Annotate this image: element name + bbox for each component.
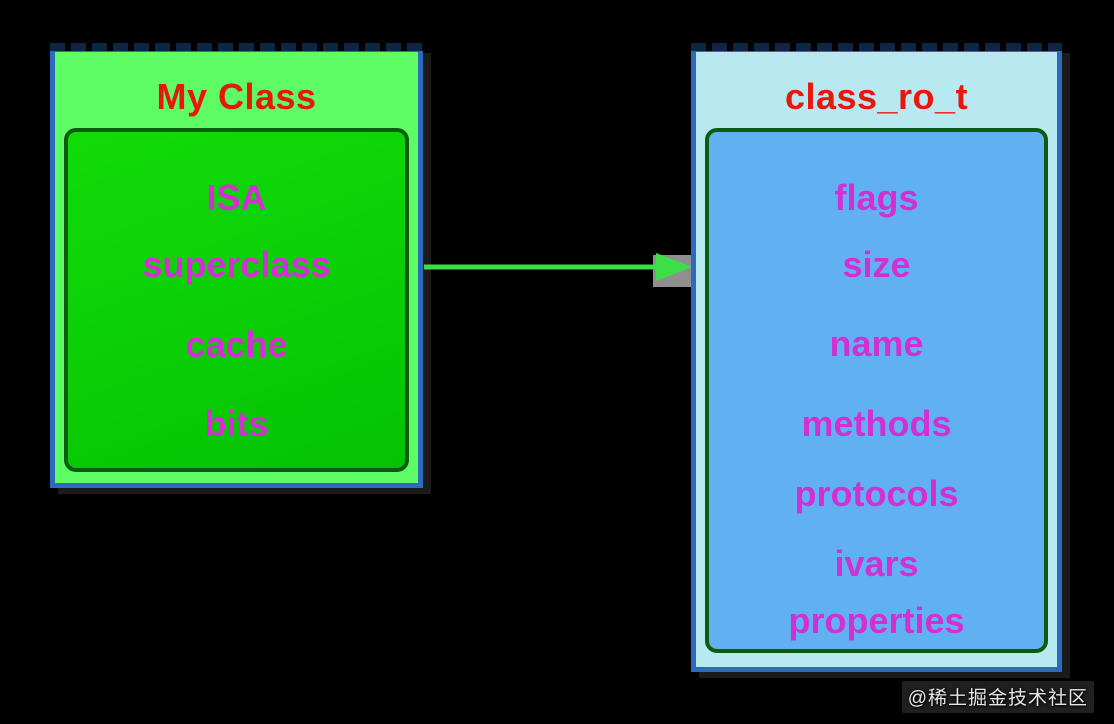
class-ro-t-title: class_ro_t	[784, 76, 969, 117]
field-bits: bits	[204, 403, 269, 444]
my-class-box: My Class ISA superclass cache bits	[50, 43, 423, 488]
field-methods: methods	[801, 403, 952, 444]
my-class-title: My Class	[156, 76, 317, 117]
field-flags: flags	[834, 177, 919, 218]
field-protocols: protocols	[794, 473, 959, 514]
class-ro-t-box: class_ro_t flags size name methods proto…	[691, 43, 1062, 672]
juejin-watermark: @稀土掘金技术社区	[901, 681, 1094, 713]
my-class-struct-box: ISA superclass cache bits	[64, 128, 409, 472]
arrow-head-icon	[656, 253, 692, 281]
field-cache: cache	[185, 324, 288, 365]
field-isa: ISA	[206, 177, 267, 218]
bits-to-class-ro-t-arrow	[424, 253, 692, 287]
field-size: size	[842, 244, 911, 285]
field-name: name	[829, 323, 924, 364]
field-superclass: superclass	[142, 244, 331, 285]
class-ro-t-struct-box: flags size name methods protocols ivars …	[705, 128, 1048, 653]
field-properties: properties	[788, 600, 965, 641]
field-ivars: ivars	[834, 543, 919, 584]
